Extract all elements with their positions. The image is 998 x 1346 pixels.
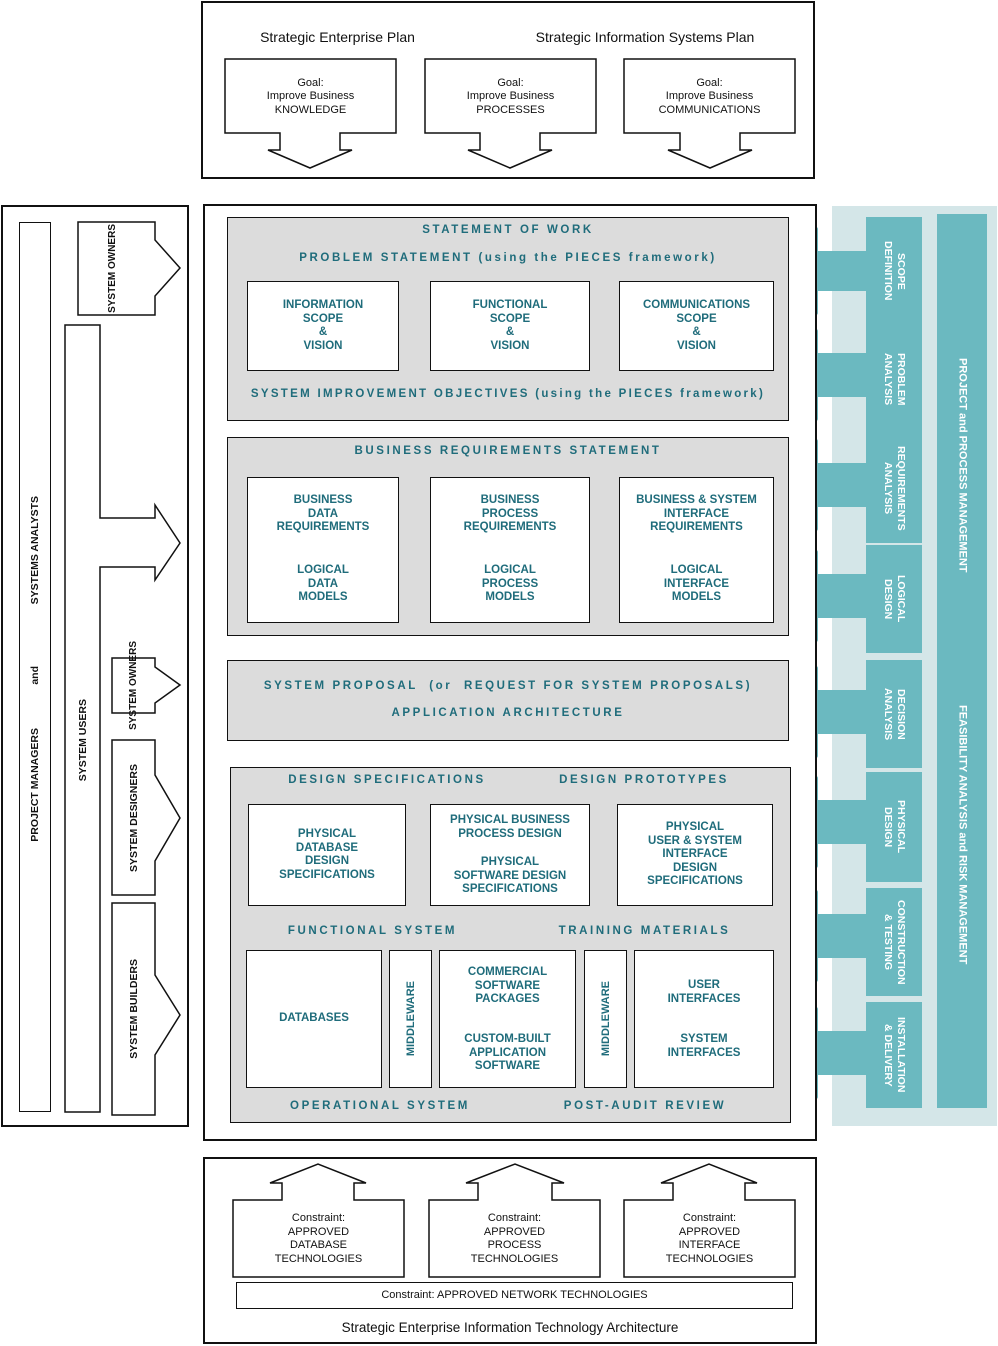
design-prototypes-title: DESIGN PROTOTYPES xyxy=(559,774,729,786)
logical-interface-models-label: LOGICAL INTERFACE MODELS xyxy=(663,564,730,603)
strategic-enterprise-plan-heading: Strategic Enterprise Plan xyxy=(260,29,415,45)
phase-physical-design: PHYSICAL DESIGN xyxy=(866,772,922,882)
phase-installation-delivery-label: INSTALLATION & DELIVERY xyxy=(882,1017,907,1093)
physical-interface-design-box: PHYSICAL USER & SYSTEM INTERFACE DESIGN … xyxy=(617,804,773,906)
feasibility-risk-wrap: FEASIBILITY ANALYSIS and RISK MANAGEMENT xyxy=(937,690,987,980)
physical-business-process-label: PHYSICAL BUSINESS PROCESS DESIGN xyxy=(450,814,570,840)
middleware-box-2: MIDDLEWARE xyxy=(584,950,627,1088)
phase-scope-definition: SCOPE DEFINITION xyxy=(866,217,922,325)
problem-statement-title: PROBLEM STATEMENT (using the PIECES fram… xyxy=(299,252,717,264)
constraint-interface: Constraint: APPROVED INTERFACE TECHNOLOG… xyxy=(665,1212,754,1265)
goal-knowledge: Goal: Improve Business KNOWLEDGE xyxy=(266,76,355,116)
phase-construction-testing: CONSTRUCTION & TESTING xyxy=(866,888,922,996)
interface-requirements-box: BUSINESS & SYSTEM INTERFACE REQUIREMENTS… xyxy=(619,477,774,623)
user-interfaces-label: USER INTERFACES xyxy=(667,979,741,1005)
goal-communications: Goal: Improve Business COMMUNICATIONS xyxy=(658,76,761,116)
operational-system-title: OPERATIONAL SYSTEM xyxy=(290,1100,470,1112)
constraint-database: Constraint: APPROVED DATABASE TECHNOLOGI… xyxy=(274,1212,363,1265)
phase-problem-analysis: PROBLEM ANALYSIS xyxy=(866,325,922,434)
middleware-box-1: MIDDLEWARE xyxy=(389,950,432,1088)
phase-decision-analysis-label: DECISION ANALYSIS xyxy=(882,687,907,741)
constraint-process: Constraint: APPROVED PROCESS TECHNOLOGIE… xyxy=(470,1212,559,1265)
project-process-mgmt-wrap: PROJECT and PROCESS MANAGEMENT xyxy=(937,340,987,590)
functional-system-title: FUNCTIONAL SYSTEM xyxy=(287,925,458,937)
business-requirements-title: BUSINESS REQUIREMENTS STATEMENT xyxy=(354,445,662,457)
system-proposal-title: SYSTEM PROPOSAL (or REQUEST FOR SYSTEM P… xyxy=(263,680,753,692)
interfaces-box: USER INTERFACES SYSTEM INTERFACES xyxy=(634,950,774,1088)
data-requirements-label: BUSINESS DATA REQUIREMENTS xyxy=(276,494,370,533)
logical-process-models-label: LOGICAL PROCESS MODELS xyxy=(481,564,539,603)
commercial-software-label: COMMERCIAL SOFTWARE PACKAGES xyxy=(467,966,548,1005)
phase-decision-analysis: DECISION ANALYSIS xyxy=(866,660,922,768)
physical-process-design-box: PHYSICAL BUSINESS PROCESS DESIGN PHYSICA… xyxy=(430,804,590,906)
application-architecture-title: APPLICATION ARCHITECTURE xyxy=(391,707,625,719)
software-packages-box: COMMERCIAL SOFTWARE PACKAGES CUSTOM-BUIL… xyxy=(439,950,576,1088)
physical-database-design-box: PHYSICAL DATABASE DESIGN SPECIFICATIONS xyxy=(248,804,406,906)
phase-logical-design: LOGICAL DESIGN xyxy=(866,545,922,653)
post-audit-review-title: POST-AUDIT REVIEW xyxy=(563,1100,727,1112)
data-requirements-box: BUSINESS DATA REQUIREMENTS LOGICAL DATA … xyxy=(247,477,399,623)
phase-problem-analysis-label: PROBLEM ANALYSIS xyxy=(882,353,907,406)
improvement-objectives-title: SYSTEM IMPROVEMENT OBJECTIVES (using the… xyxy=(250,388,766,400)
process-requirements-box: BUSINESS PROCESS REQUIREMENTS LOGICAL PR… xyxy=(430,477,590,623)
goal-arrows xyxy=(224,58,796,169)
phase-installation-delivery: INSTALLATION & DELIVERY xyxy=(866,1002,922,1108)
training-materials-title: TRAINING MATERIALS xyxy=(558,925,731,937)
information-scope-box: INFORMATION SCOPE & VISION xyxy=(247,281,399,371)
phase-construction-testing-label: CONSTRUCTION & TESTING xyxy=(882,899,907,985)
pm-sa-bar xyxy=(19,222,51,1112)
databases-box: DATABASES xyxy=(246,950,382,1088)
custom-software-label: CUSTOM-BUILT APPLICATION SOFTWARE xyxy=(464,1033,551,1072)
architecture-caption: Strategic Enterprise Information Technol… xyxy=(341,1320,679,1335)
phase-requirements-analysis: REQUIREMENTS ANALYSIS xyxy=(866,434,922,543)
management-bar xyxy=(937,214,987,1108)
communications-scope-box: COMMUNICATIONS SCOPE & VISION xyxy=(619,281,774,371)
functional-scope-box: FUNCTIONAL SCOPE & VISION xyxy=(430,281,590,371)
project-process-mgmt-label: PROJECT and PROCESS MANAGEMENT xyxy=(956,357,969,573)
strategic-is-plan-heading: Strategic Information Systems Plan xyxy=(535,29,755,45)
feasibility-risk-label: FEASIBILITY ANALYSIS and RISK MANAGEMENT xyxy=(956,705,969,965)
phase-scope-definition-label: SCOPE DEFINITION xyxy=(882,241,907,301)
system-interfaces-label: SYSTEM INTERFACES xyxy=(667,1033,741,1059)
system-proposal-panel xyxy=(227,660,789,741)
constraint-network: Constraint: APPROVED NETWORK TECHNOLOGIE… xyxy=(236,1282,793,1309)
interface-requirements-label: BUSINESS & SYSTEM INTERFACE REQUIREMENTS xyxy=(636,494,757,533)
phase-physical-design-label: PHYSICAL DESIGN xyxy=(882,800,907,854)
logical-data-models-label: LOGICAL DATA MODELS xyxy=(297,564,349,603)
goal-processes: Goal: Improve Business PROCESSES xyxy=(466,76,555,116)
phase-requirements-analysis-label: REQUIREMENTS ANALYSIS xyxy=(882,446,907,531)
design-specifications-title: DESIGN SPECIFICATIONS xyxy=(288,774,486,786)
process-requirements-label: BUSINESS PROCESS REQUIREMENTS xyxy=(463,494,557,533)
physical-software-design-label: PHYSICAL SOFTWARE DESIGN SPECIFICATIONS xyxy=(453,856,567,895)
phase-logical-design-label: LOGICAL DESIGN xyxy=(882,575,907,623)
statement-of-work-title: STATEMENT OF WORK xyxy=(422,224,594,236)
